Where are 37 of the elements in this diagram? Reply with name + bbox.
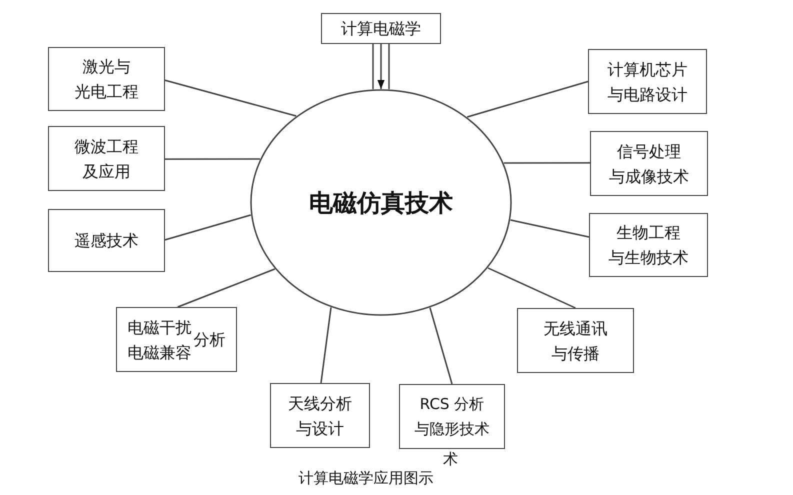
topic-box (48, 47, 165, 111)
box-label: 分析 (194, 329, 226, 351)
connector-line (429, 308, 453, 384)
box-label: 无线通讯与传播 (544, 318, 608, 364)
topic-box (589, 213, 708, 277)
label-text: 术 (443, 451, 458, 467)
caption: 计算电磁学应用图示 (298, 468, 434, 488)
center-title: 电磁仿真技术 (309, 188, 453, 218)
box-label: 计算电磁学 (341, 18, 421, 40)
connector-line (504, 162, 590, 164)
box-label: 计算机芯片与电路设计 (608, 58, 688, 106)
topic-box (321, 13, 441, 44)
box-label: 电磁干扰电磁兼容 (128, 316, 192, 364)
connector-line (320, 307, 332, 384)
topic-box (48, 209, 165, 272)
topic-box (517, 308, 634, 373)
connector-line (164, 80, 296, 117)
box-label: 信号处理与成像技术 (609, 140, 689, 188)
box-label: 遥感技术 (74, 230, 138, 252)
connector-line (164, 214, 251, 241)
arrow (377, 44, 385, 89)
topic-box (48, 126, 165, 191)
connector-line (510, 219, 590, 238)
box-label: 激光与光电工程 (74, 56, 138, 103)
topic-box (116, 307, 237, 372)
topic-box (590, 131, 708, 196)
connector-line (177, 268, 276, 308)
box-label: RCS 分析与隐形技术 (414, 394, 490, 440)
box-label: 微波工程及应用 (74, 136, 138, 182)
box-label: 天线分析与设计 (288, 392, 352, 440)
connector-line (466, 80, 588, 118)
topic-box (588, 49, 707, 114)
box-label: 生物工程与生物技术 (608, 222, 688, 269)
topic-box (399, 384, 505, 449)
connector-line (165, 158, 260, 160)
connector-line (488, 267, 576, 309)
topic-box (270, 383, 370, 448)
